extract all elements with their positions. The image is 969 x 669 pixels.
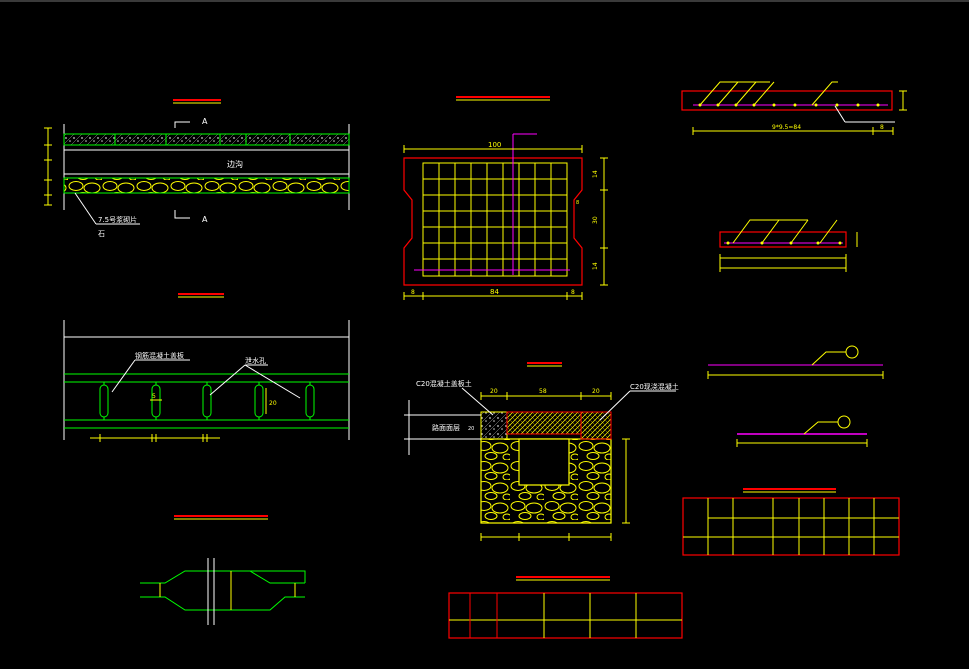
plan-view: 20 5 钢筋混凝土盖板 泄水孔 <box>63 293 350 442</box>
c20-cast-label: C20现浇混凝土 <box>630 382 679 391</box>
leader-line <box>834 105 846 123</box>
ditch-dim-right: 20 <box>592 388 600 395</box>
section-marker-bottom: A <box>202 215 208 224</box>
ditch-dim-mid: 58 <box>539 388 547 395</box>
rebar-bends <box>699 81 838 106</box>
rebar-dots <box>698 103 880 107</box>
table-grid <box>449 593 682 638</box>
cover-slab <box>506 411 582 435</box>
slab-label: 钢筋混凝土盖板 <box>135 351 184 360</box>
section-marker-top: A <box>202 117 208 126</box>
leader-line <box>244 364 301 399</box>
joint-detail <box>140 515 306 625</box>
section-a-view: A A 边沟 7.5号浆砌片 石 <box>44 99 350 238</box>
quantity-table-right <box>682 488 900 556</box>
slab-edge-dim-left: 8 <box>411 289 415 296</box>
rebar-detail-frame <box>719 231 847 248</box>
rebar-detail-2 <box>719 219 858 272</box>
slab-layer <box>63 133 350 146</box>
table-frame <box>448 592 683 639</box>
rebar-grid <box>422 162 568 277</box>
table-grid <box>683 498 899 555</box>
ditch-cross-section: 20 58 20 路面面层 20 C20混凝土盖板土 C20现浇混凝土 <box>404 362 679 541</box>
rebar-callout-circle <box>837 415 851 429</box>
slab-height-dim-1: 14 <box>592 170 599 178</box>
leader-line <box>599 390 631 421</box>
masonry-layer <box>63 177 350 194</box>
slab-edge-dim-right: 8 <box>571 289 575 296</box>
drain-holes <box>99 382 315 420</box>
ditch-label: 边沟 <box>227 159 243 169</box>
drain-hole <box>305 384 315 418</box>
slab-height-dim-2: 30 <box>592 216 599 224</box>
masonry-note-2: 石 <box>98 230 105 238</box>
hole-height-dim: 20 <box>269 400 277 407</box>
slab-height-dim-3: 14 <box>592 262 599 270</box>
rebar-leader <box>803 421 838 435</box>
rebar-detail-4 <box>736 415 868 447</box>
slab-inner-width-dim: 84 <box>490 288 499 296</box>
road-layer-dim: 20 <box>468 426 474 432</box>
notch-dim: 8 <box>576 200 579 206</box>
ditch-dim-left: 20 <box>490 388 498 395</box>
drain-hole-label: 泄水孔 <box>245 356 266 365</box>
road-layer-label: 路面面层 <box>432 423 460 432</box>
section-marker <box>174 121 190 128</box>
rebar-spacing-dim: 9*9.5=84 <box>772 124 801 131</box>
table-frame <box>682 497 900 556</box>
rebar-leader <box>811 351 846 366</box>
drain-hole <box>202 384 212 418</box>
slab-rebar-plan: 100 84 8 8 14 30 14 8 <box>403 96 608 300</box>
drain-hole <box>254 384 264 418</box>
rebar-detail-frame <box>681 90 893 111</box>
drain-hole <box>151 384 161 418</box>
rebar-dots <box>726 241 842 245</box>
leader-line <box>74 192 97 225</box>
ditch-channel <box>518 438 570 486</box>
window-top-border <box>0 0 969 2</box>
hole-gap-dim: 5 <box>152 393 156 400</box>
leader-line <box>209 364 246 396</box>
rebar-callout-circle <box>845 345 859 359</box>
joint-outline <box>249 570 305 584</box>
joint-outline <box>140 570 306 611</box>
drain-hole <box>99 384 109 418</box>
slab-outline <box>403 157 583 286</box>
rebar-end-dim: 8 <box>880 124 884 131</box>
quantity-table-bottom <box>448 576 683 639</box>
leader-line <box>461 387 494 416</box>
curb-left <box>480 411 508 440</box>
masonry-note: 7.5号浆砌片 <box>98 215 137 224</box>
slab-width-dim: 100 <box>488 141 501 149</box>
rebar-detail-1: 9*9.5=84 8 <box>681 81 907 135</box>
cast-concrete-right <box>580 411 612 440</box>
c20-slab-label: C20混凝土盖板土 <box>416 379 472 388</box>
rebar-bends <box>732 219 838 244</box>
rebar-detail-3 <box>707 345 884 379</box>
section-marker <box>174 210 190 219</box>
leader-line <box>111 359 136 393</box>
